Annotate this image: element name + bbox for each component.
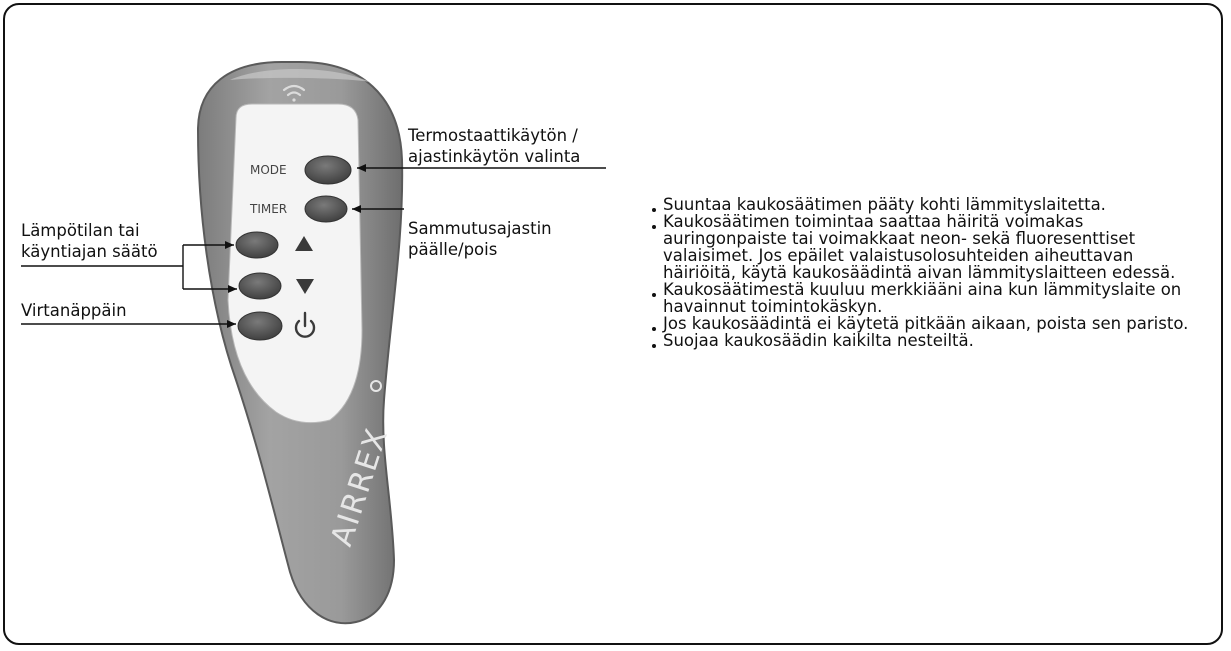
diagram-frame <box>3 3 1223 645</box>
mode-callout-line1: Termostaattikäytön / <box>408 126 578 145</box>
timer-callout: Sammutusajastin päälle/pois <box>408 218 552 260</box>
note-item: Jos kaukosäädintä ei käytetä pitkään aik… <box>650 315 1210 332</box>
mode-label: MODE <box>250 163 287 177</box>
button-panel <box>227 103 363 424</box>
mode-button[interactable] <box>304 155 352 185</box>
adjust-callout-line2: käyntiajan säätö <box>21 242 158 261</box>
wifi-signal-icon <box>282 84 306 102</box>
power-icon <box>294 311 316 338</box>
remote-highlight <box>230 69 370 82</box>
mode-callout: Termostaattikäytön / ajastinkäytön valin… <box>408 125 580 167</box>
instruction-notes: Suuntaa kaukosäätimen pääty kohti lämmit… <box>650 196 1210 349</box>
note-item: Kaukosäätimen toimintaa saattaa häiritä … <box>650 213 1210 281</box>
mode-callout-line2: ajastinkäytön valinta <box>408 147 581 166</box>
timer-callout-line2: päälle/pois <box>408 240 498 259</box>
down-button[interactable] <box>238 272 282 300</box>
triangle-up-icon <box>295 236 313 251</box>
triangle-down-icon <box>296 279 314 294</box>
adjust-callout-line1: Lämpötilan tai <box>21 221 140 240</box>
adjust-callout: Lämpötilan tai käyntiajan säätö <box>21 220 158 262</box>
up-button[interactable] <box>235 231 279 259</box>
note-item: Suuntaa kaukosäätimen pääty kohti lämmit… <box>650 196 1210 213</box>
power-callout-label: Virtanäppäin <box>21 301 127 320</box>
brand-mark <box>370 380 382 392</box>
timer-button[interactable] <box>304 195 348 223</box>
note-item: Kaukosäätimestä kuuluu merkkiääni aina k… <box>650 281 1210 315</box>
power-button[interactable] <box>237 311 283 341</box>
note-item: Suojaa kaukosäädin kaikilta nesteiltä. <box>650 332 1210 349</box>
power-callout: Virtanäppäin <box>21 300 127 321</box>
timer-label: TIMER <box>249 202 287 216</box>
timer-callout-line1: Sammutusajastin <box>408 219 552 238</box>
